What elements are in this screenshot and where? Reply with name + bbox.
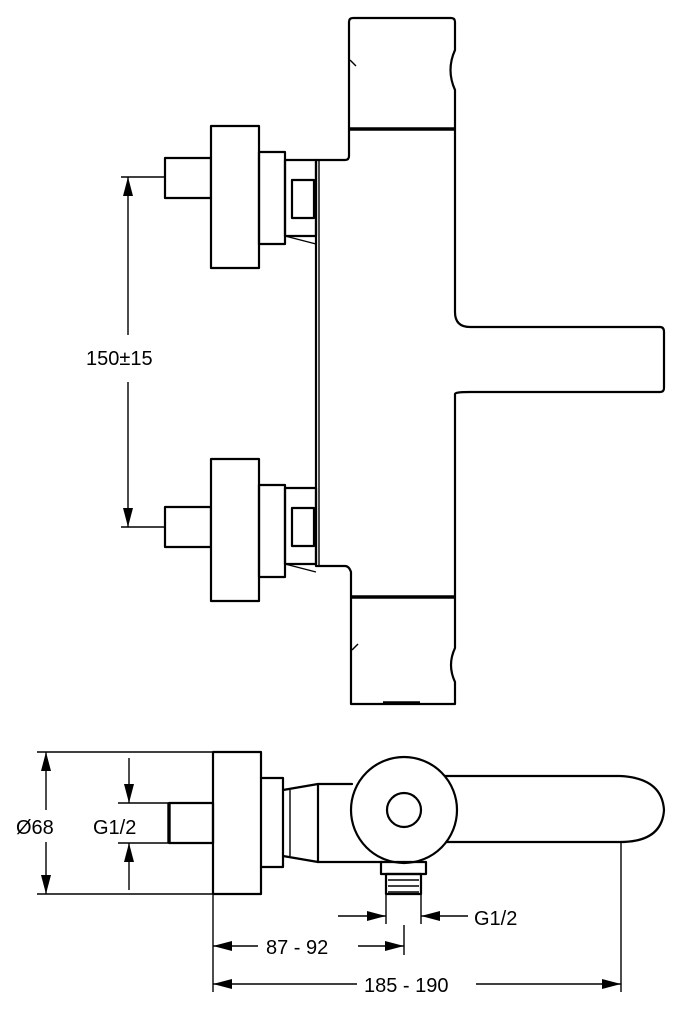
side-handle-hub [385,791,423,829]
diameter-arrow-top [41,752,51,771]
outlet-arrow-right [421,911,440,921]
side-wall-flange [211,750,263,896]
upper-handle-notch [349,59,357,67]
lower-eccentric [257,483,287,579]
outlet-arrow-left [367,911,386,921]
upper-nut-edge [284,235,317,245]
lower-nut-edge [284,563,317,573]
total-arrow-left [213,979,232,989]
lower-connection [163,457,318,603]
dimension-label-diameter: Ø68 [16,817,54,839]
dimension-label-total-projection: 185 - 190 [364,975,449,997]
side-outlet-thread [384,872,423,896]
lower-pipe-stub [163,505,213,549]
mixer-body-outline [314,16,666,706]
inner-projection-dimension: 87 - 92 [212,895,405,992]
lower-nut-face [290,506,316,548]
front-view: 150±15 [86,16,666,706]
lower-handle-notch [351,643,359,651]
side-handle-head [349,755,459,865]
side-pipe-stub [167,801,215,845]
dimension-arrow-bottom [123,508,133,527]
spacing-dimension: 150±15 [86,176,164,528]
side-view: Ø68 G1/2 G1/2 [16,750,666,997]
outlet-thread-dimension: G1/2 [338,895,517,930]
upper-eccentric [257,150,287,246]
upper-connection [163,124,318,270]
inner-arrow-left [213,941,232,951]
upper-pipe-stub [163,156,213,200]
dimension-label-inlet-thread: G1/2 [93,817,136,839]
lower-wall-flange [209,457,261,603]
total-projection-dimension: 185 - 190 [213,843,622,997]
inner-arrow-right [385,941,404,951]
dimension-label-inner-projection: 87 - 92 [266,937,328,959]
side-body-neck [316,782,384,864]
dimension-arrow-top [123,177,133,196]
inlet-arrow-bottom [124,843,134,862]
upper-wall-flange [209,124,261,270]
side-nut-profile [281,782,320,864]
side-handle-lever [428,774,666,844]
diameter-dimension: Ø68 [16,751,212,895]
inlet-arrow-top [124,784,134,803]
dimension-label-spacing: 150±15 [86,348,153,370]
upper-nut [283,158,318,238]
side-eccentric [259,776,285,869]
diameter-arrow-bottom [41,875,51,894]
dimension-label-outlet-thread: G1/2 [474,908,517,930]
inlet-thread-dimension: G1/2 [93,758,168,890]
lower-nut [283,486,318,566]
total-arrow-right [602,979,621,989]
upper-nut-face [290,178,316,220]
